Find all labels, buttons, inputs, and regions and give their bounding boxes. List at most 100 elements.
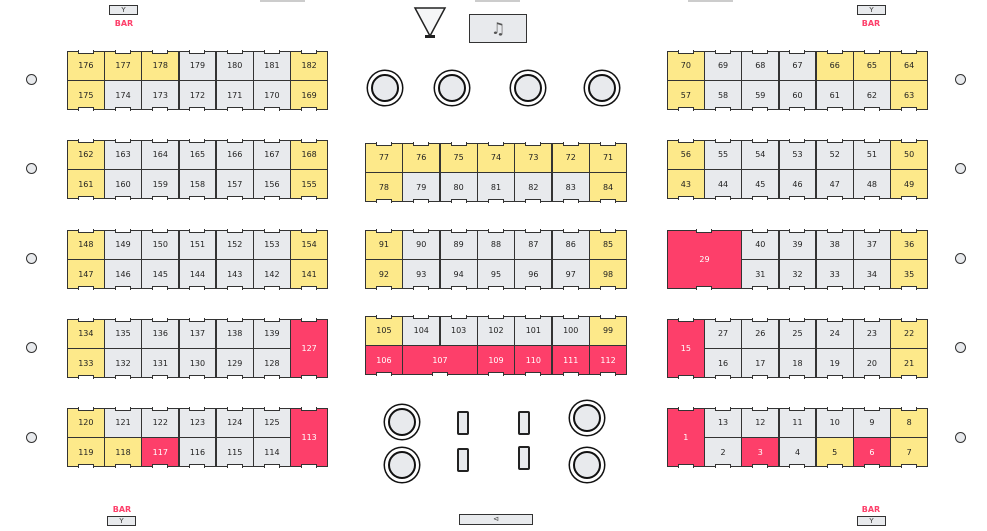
seat-177[interactable]: 177: [105, 52, 141, 80]
seat-117[interactable]: 117: [142, 438, 179, 466]
seat-136[interactable]: 136: [142, 320, 179, 348]
bar-bottom-left[interactable]: Y: [107, 516, 136, 526]
seat-169[interactable]: 169: [291, 81, 327, 109]
seat-39[interactable]: 39: [779, 231, 816, 259]
seat-151[interactable]: 151: [179, 231, 216, 259]
seat-37[interactable]: 37: [854, 231, 890, 259]
seat-105[interactable]: 105: [366, 317, 402, 345]
seat-27[interactable]: 27: [705, 320, 741, 348]
rectangular-table[interactable]: [518, 446, 530, 470]
seat-102[interactable]: 102: [478, 317, 514, 345]
seat-111[interactable]: 111: [552, 346, 589, 374]
seat-6[interactable]: 6: [854, 438, 890, 466]
seat-95[interactable]: 95: [478, 260, 514, 288]
seat-166[interactable]: 166: [216, 141, 253, 169]
seat-49[interactable]: 49: [891, 170, 927, 198]
exit[interactable]: ⊲: [459, 514, 533, 525]
seat-94[interactable]: 94: [440, 260, 477, 288]
seat-131[interactable]: 131: [142, 349, 179, 377]
seat-45[interactable]: 45: [742, 170, 779, 198]
seat-33[interactable]: 33: [816, 260, 853, 288]
seat-71[interactable]: 71: [590, 144, 626, 172]
seat-171[interactable]: 171: [216, 81, 253, 109]
seat-35[interactable]: 35: [891, 260, 927, 288]
seat-74[interactable]: 74: [478, 144, 514, 172]
seat-135[interactable]: 135: [105, 320, 141, 348]
seat-164[interactable]: 164: [142, 141, 179, 169]
seat-161[interactable]: 161: [68, 170, 104, 198]
seat-180[interactable]: 180: [216, 52, 253, 80]
seat-67[interactable]: 67: [779, 52, 816, 80]
seat-52[interactable]: 52: [816, 141, 853, 169]
seat-31[interactable]: 31: [742, 260, 779, 288]
rectangular-table[interactable]: [518, 411, 530, 435]
seat-176[interactable]: 176: [68, 52, 104, 80]
seat-142[interactable]: 142: [254, 260, 290, 288]
seat-61[interactable]: 61: [816, 81, 853, 109]
seat-70[interactable]: 70: [668, 52, 704, 80]
seat-175[interactable]: 175: [68, 81, 104, 109]
round-table[interactable]: [573, 451, 601, 479]
seat-40[interactable]: 40: [742, 231, 779, 259]
seat-15[interactable]: 15: [668, 320, 704, 377]
seat-3[interactable]: 3: [742, 438, 779, 466]
stage[interactable]: ♫: [469, 14, 527, 43]
round-table[interactable]: [588, 74, 616, 102]
seat-116[interactable]: 116: [179, 438, 216, 466]
seat-162[interactable]: 162: [68, 141, 104, 169]
seat-143[interactable]: 143: [216, 260, 253, 288]
seat-87[interactable]: 87: [515, 231, 552, 259]
seat-182[interactable]: 182: [291, 52, 327, 80]
seat-120[interactable]: 120: [68, 409, 104, 437]
seat-59[interactable]: 59: [742, 81, 779, 109]
seat-80[interactable]: 80: [440, 173, 477, 201]
seat-163[interactable]: 163: [105, 141, 141, 169]
seat-181[interactable]: 181: [254, 52, 290, 80]
seat-129[interactable]: 129: [216, 349, 253, 377]
seat-152[interactable]: 152: [216, 231, 253, 259]
seat-78[interactable]: 78: [366, 173, 402, 201]
seat-20[interactable]: 20: [854, 349, 890, 377]
seat-133[interactable]: 133: [68, 349, 104, 377]
seat-19[interactable]: 19: [816, 349, 853, 377]
seat-66[interactable]: 66: [816, 52, 853, 80]
seat-77[interactable]: 77: [366, 144, 402, 172]
seat-47[interactable]: 47: [816, 170, 853, 198]
seat-65[interactable]: 65: [854, 52, 890, 80]
seat-125[interactable]: 125: [254, 409, 290, 437]
seat-90[interactable]: 90: [403, 231, 440, 259]
seat-113[interactable]: 113: [291, 409, 327, 466]
seat-57[interactable]: 57: [668, 81, 704, 109]
seat-91[interactable]: 91: [366, 231, 402, 259]
seat-153[interactable]: 153: [254, 231, 290, 259]
seat-138[interactable]: 138: [216, 320, 253, 348]
rectangular-table[interactable]: [457, 448, 469, 472]
seat-179[interactable]: 179: [179, 52, 216, 80]
seat-38[interactable]: 38: [816, 231, 853, 259]
seat-137[interactable]: 137: [179, 320, 216, 348]
seat-12[interactable]: 12: [742, 409, 779, 437]
seat-7[interactable]: 7: [891, 438, 927, 466]
seat-106[interactable]: 106: [366, 346, 402, 374]
seat-21[interactable]: 21: [891, 349, 927, 377]
seat-25[interactable]: 25: [779, 320, 816, 348]
seat-10[interactable]: 10: [816, 409, 853, 437]
seat-50[interactable]: 50: [891, 141, 927, 169]
seat-13[interactable]: 13: [705, 409, 741, 437]
seat-89[interactable]: 89: [440, 231, 477, 259]
seat-130[interactable]: 130: [179, 349, 216, 377]
seat-51[interactable]: 51: [854, 141, 890, 169]
seat-79[interactable]: 79: [403, 173, 440, 201]
seat-58[interactable]: 58: [705, 81, 741, 109]
seat-148[interactable]: 148: [68, 231, 104, 259]
seat-63[interactable]: 63: [891, 81, 927, 109]
seat-96[interactable]: 96: [515, 260, 552, 288]
round-table[interactable]: [388, 408, 416, 436]
seat-123[interactable]: 123: [179, 409, 216, 437]
seat-69[interactable]: 69: [705, 52, 741, 80]
seat-64[interactable]: 64: [891, 52, 927, 80]
seat-109[interactable]: 109: [478, 346, 514, 374]
seat-85[interactable]: 85: [590, 231, 626, 259]
seat-118[interactable]: 118: [105, 438, 141, 466]
seat-84[interactable]: 84: [590, 173, 626, 201]
